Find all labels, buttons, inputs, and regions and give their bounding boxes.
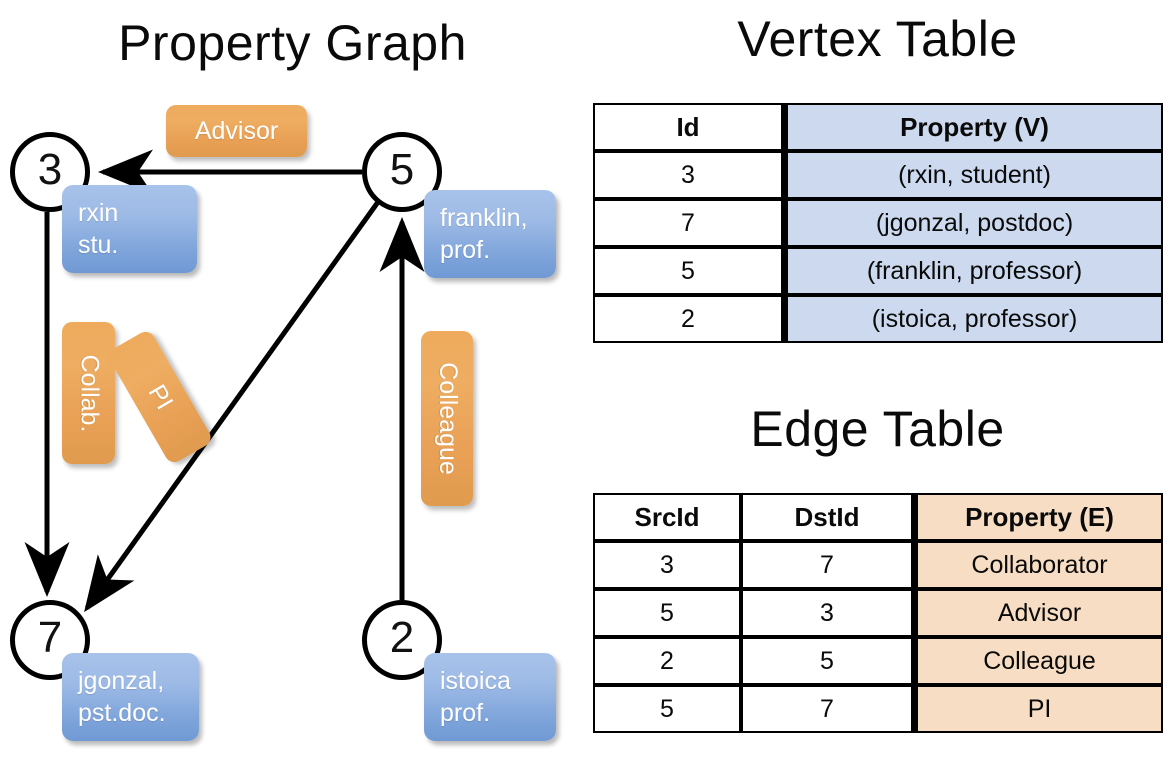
table-row[interactable]: 2 5 Colleague [593,637,1163,685]
edge-cell-srcid: 2 [593,637,741,685]
vertex-cell-id: 3 [593,151,783,199]
vertex-cell-property: (franklin, professor) [783,247,1163,295]
edge-table-header-property: Property (E) [913,493,1163,541]
edge-property-collab-text: Collab. [75,354,104,432]
vertex-property-franklin-line2: prof. [440,236,491,264]
edge-cell-srcid: 5 [593,685,741,733]
page-title-vertex-table: Vertex Table [737,11,1018,67]
vertex-property-franklin-line1: franklin, [440,204,528,232]
graph-node-5[interactable]: 5 [362,132,442,212]
edge-property-advisor-text: Advisor [194,116,279,145]
table-row[interactable]: 5 3 Advisor [593,589,1163,637]
edge-cell-dstid: 5 [741,637,913,685]
vertex-cell-property: (rxin, student) [783,151,1163,199]
vertex-table-header-property: Property (V) [783,103,1163,151]
edge-cell-dstid: 3 [741,589,913,637]
vertex-property-rxin-line2: stu. [78,231,119,259]
table-row[interactable]: 7 (jgonzal, postdoc) [593,199,1163,247]
vertex-cell-property: (istoica, professor) [783,295,1163,343]
vertex-table-header-row: Id Property (V) [593,103,1163,151]
vertex-table: Id Property (V) 3 (rxin, student) 7 (jgo… [593,103,1163,343]
edge-property-pi-text: PI [142,379,179,414]
vertex-cell-id: 7 [593,199,783,247]
table-row[interactable]: 3 7 Collaborator [593,541,1163,589]
graph-node-7-label: 7 [37,613,63,662]
graph-node-2[interactable]: 2 [362,600,442,680]
vertex-property-jgonzal-line1: jgonzal, [78,667,165,695]
edge-cell-srcid: 5 [593,589,741,637]
table-row[interactable]: 5 (franklin, professor) [593,247,1163,295]
property-graph-diagram: 3 5 7 2 rxin stu. franklin, prof. jgonza… [10,105,556,741]
edge-property-label-colleague[interactable]: Colleague [421,331,473,506]
graph-node-2-label: 2 [389,613,415,662]
vertex-property-box-jgonzal[interactable]: jgonzal, pst.doc. [62,653,199,741]
edge-cell-property: Advisor [913,589,1163,637]
vertex-cell-id: 2 [593,295,783,343]
table-row[interactable]: 2 (istoica, professor) [593,295,1163,343]
vertex-property-istoica-line1: istoica [440,667,511,695]
edge-cell-srcid: 3 [593,541,741,589]
graph-node-3-label: 3 [37,145,63,194]
vertex-cell-id: 5 [593,247,783,295]
edge-table-header-dstid: DstId [741,493,913,541]
vertex-property-box-franklin[interactable]: franklin, prof. [424,190,556,278]
vertex-table-header-id: Id [593,103,783,151]
vertex-property-istoica-line2: prof. [440,699,491,727]
edge-cell-property: Colleague [913,637,1163,685]
table-row[interactable]: 3 (rxin, student) [593,151,1163,199]
edge-table-header-row: SrcId DstId Property (E) [593,493,1163,541]
vertex-cell-property: (jgonzal, postdoc) [783,199,1163,247]
edge-property-label-collab[interactable]: Collab. [62,322,115,464]
page-title-edge-table: Edge Table [750,401,1005,457]
edge-table: SrcId DstId Property (E) 3 7 Collaborato… [593,493,1163,733]
edge-arrow-5-to-7 [84,200,381,613]
edge-cell-dstid: 7 [741,541,913,589]
page-title-property-graph: Property Graph [118,15,467,71]
edge-property-colleague-text: Colleague [433,362,462,475]
edge-cell-property: PI [913,685,1163,733]
table-row[interactable]: 5 7 PI [593,685,1163,733]
vertex-property-jgonzal-line2: pst.doc. [78,699,166,727]
graph-edges-svg [24,149,425,613]
edge-property-label-advisor[interactable]: Advisor [166,105,307,157]
vertex-property-box-istoica[interactable]: istoica prof. [424,653,556,741]
edge-table-header-srcid: SrcId [593,493,741,541]
vertex-property-box-rxin[interactable]: rxin stu. [62,185,197,273]
edge-cell-property: Collaborator [913,541,1163,589]
edge-cell-dstid: 7 [741,685,913,733]
graph-node-5-label: 5 [389,145,415,194]
vertex-property-rxin-line1: rxin [78,199,119,227]
